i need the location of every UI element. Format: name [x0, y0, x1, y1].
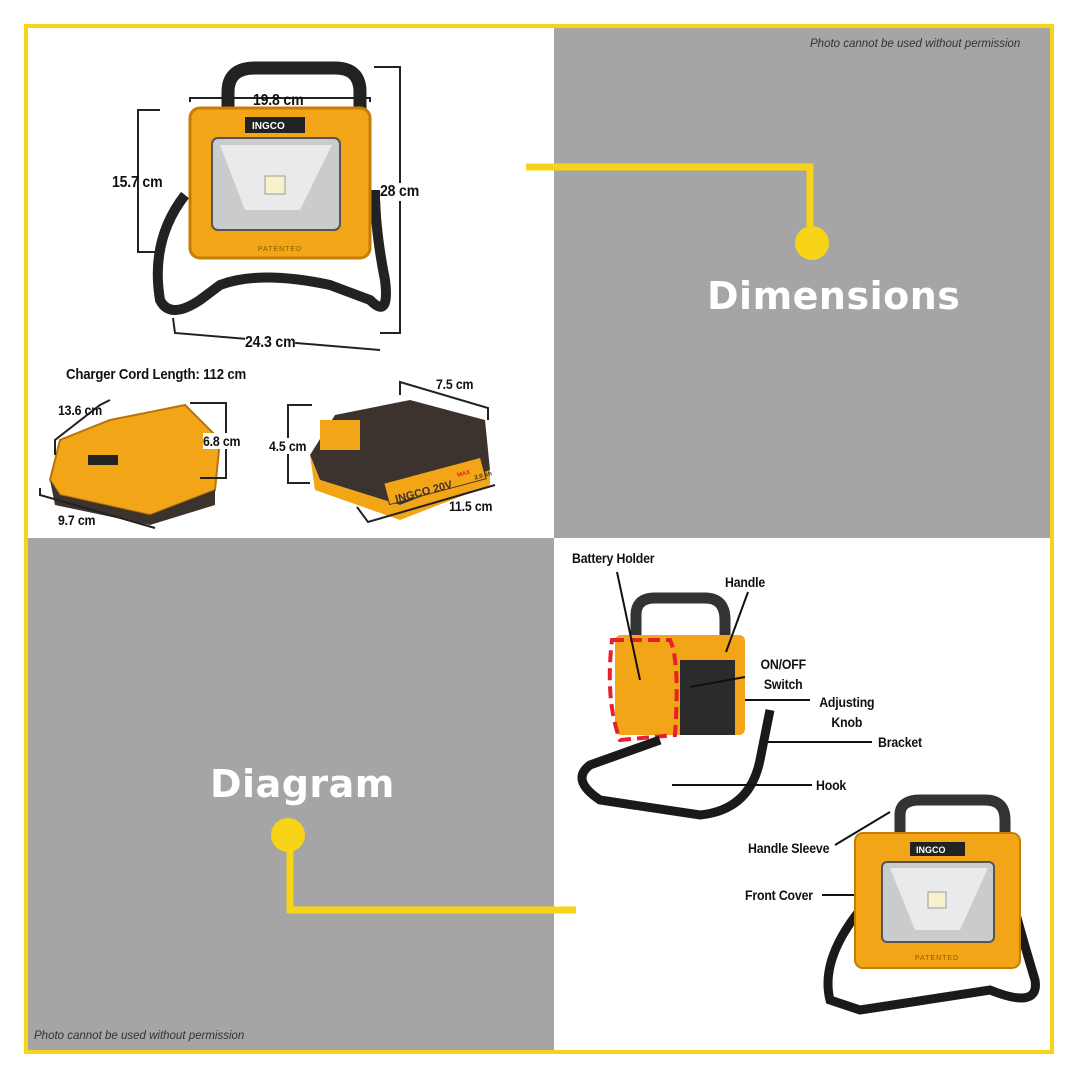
svg-text:INGCO: INGCO [916, 845, 946, 855]
connector-diagram [286, 835, 576, 914]
charger-cord-length: Charger Cord Length: 112 cm [66, 366, 247, 383]
dim-battery-length: 11.5 cm [449, 498, 493, 514]
dim-light-height: 28 cm [380, 183, 420, 201]
connector-dot-diagram [271, 818, 305, 852]
part-label-battery-holder: Battery Holder [572, 550, 655, 566]
dimensions-panel [554, 28, 1050, 538]
watermark-bottom: Photo cannot be used without permission [34, 1030, 245, 1042]
dim-charger-width: 9.7 cm [58, 512, 96, 528]
patented-mark: PATENTED [258, 246, 302, 253]
connector-dot-dimensions [795, 226, 829, 260]
part-label-bracket: Bracket [878, 734, 922, 750]
frame-border [24, 24, 1054, 1054]
dim-charger-height: 6.8 cm [203, 433, 241, 449]
work-light-angled-image: INGCO PATENTED [823, 794, 1040, 1015]
dim-light-width: 19.8 cm [253, 92, 304, 109]
charger-image [39, 399, 227, 529]
part-label-adjusting-knob: Adjusting Knob [819, 694, 875, 730]
part-label-handle: Handle [725, 574, 766, 590]
brand-logo: INGCO [252, 121, 285, 132]
battery-capacity: 2.0 Ah [474, 471, 493, 481]
part-label-hook: Hook [816, 777, 847, 793]
callout-lines [616, 571, 891, 896]
part-label-front-cover: Front Cover [745, 887, 813, 903]
section-title-dimensions: Dimensions [707, 274, 961, 318]
section-title-diagram: Diagram [210, 762, 395, 806]
battery-image: INGCO 20V MAX 2.0 Ah [287, 380, 496, 524]
dim-light-head-height: 15.7 cm [112, 174, 163, 191]
part-label-on-off-switch: ON/OFF Switch [760, 656, 806, 692]
diagram-panel [28, 538, 554, 1050]
dim-battery-width: 7.5 cm [436, 376, 474, 392]
dim-charger-length: 13.6 cm [58, 402, 102, 418]
battery-max-mark: MAX [457, 470, 471, 479]
dim-light-base-width: 24.3 cm [245, 334, 296, 352]
connector-dimensions [526, 163, 814, 240]
watermark-top: Photo cannot be used without permission [810, 38, 1021, 50]
part-label-handle-sleeve: Handle Sleeve [748, 840, 830, 856]
work-light-rear-image [577, 592, 775, 820]
dim-battery-height: 4.5 cm [269, 438, 307, 454]
patented-mark-angled: PATENTED [915, 955, 959, 962]
work-light-front-image: INGCO PATENTED [152, 61, 391, 315]
